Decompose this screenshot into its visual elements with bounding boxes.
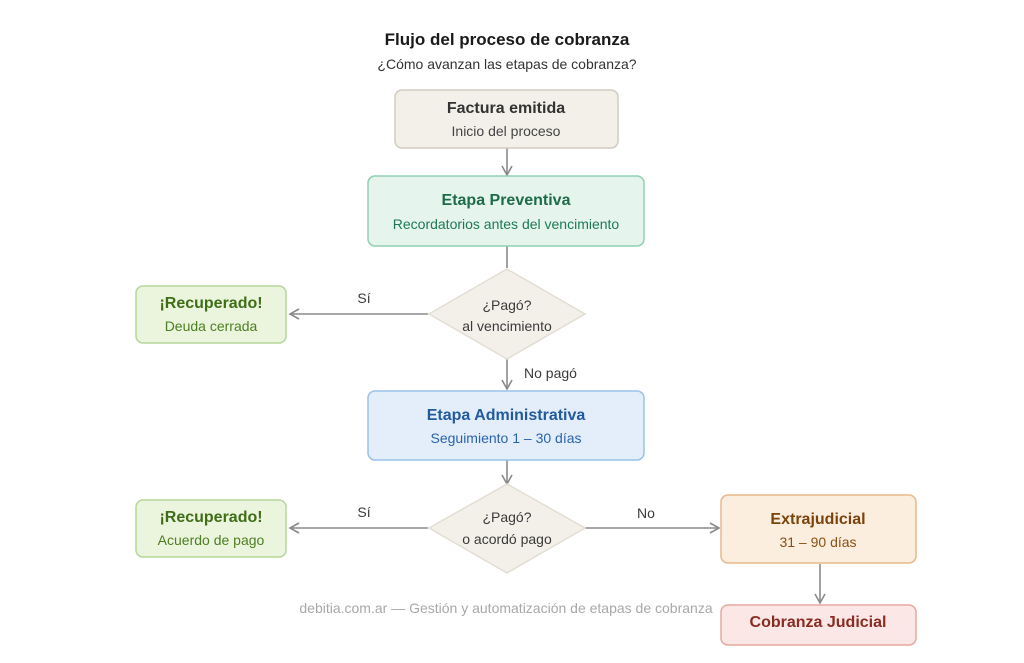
node-recuperado1-box	[135, 285, 287, 344]
diagram-subtitle: ¿Cómo avanzan las etapas de cobranza?	[377, 56, 636, 72]
decision-pago-acuerdo: ¿Pagó? o acordó pago	[427, 483, 587, 574]
edge-label-si-2: Sí	[357, 504, 370, 520]
decision1-diamond	[427, 268, 587, 360]
decision2-line1: ¿Pagó?	[482, 509, 531, 525]
node-factura-emitida: Factura emitida Inicio del proceso	[394, 89, 619, 149]
node-recuperado1-sub: Deuda cerrada	[165, 318, 258, 334]
decision-pago-vencimiento: ¿Pagó? al vencimiento	[427, 268, 587, 360]
footer-credit: debitia.com.ar — Gestión y automatizació…	[299, 600, 712, 616]
node-recuperado2-box	[135, 499, 287, 558]
edge-label-no-pago: No pagó	[524, 365, 577, 381]
node-administrativa-title: Etapa Administrativa	[427, 407, 586, 424]
node-etapa-preventiva: Etapa Preventiva Recordatorios antes del…	[367, 175, 645, 247]
edge-label-no: No	[637, 505, 655, 521]
node-recuperado-deuda-cerrada: ¡Recuperado! Deuda cerrada	[135, 285, 287, 344]
node-extrajudicial: Extrajudicial 31 – 90 días	[720, 494, 917, 564]
diagram-title: Flujo del proceso de cobranza	[385, 30, 630, 49]
node-factura-sub: Inicio del proceso	[452, 123, 561, 139]
node-extrajudicial-sub: 31 – 90 días	[779, 534, 856, 550]
node-recuperado1-title: ¡Recuperado!	[159, 295, 262, 312]
node-recuperado2-sub: Acuerdo de pago	[158, 532, 265, 548]
decision2-diamond	[427, 483, 587, 574]
node-extrajudicial-title: Extrajudicial	[770, 511, 865, 528]
node-extrajudicial-box	[720, 494, 917, 564]
node-factura-box	[394, 89, 619, 149]
node-preventiva-title: Etapa Preventiva	[442, 192, 571, 209]
node-judicial-title: Cobranza Judicial	[750, 614, 887, 631]
decision2-line2: o acordó pago	[462, 531, 552, 547]
node-etapa-administrativa: Etapa Administrativa Seguimiento 1 – 30 …	[367, 390, 645, 461]
node-preventiva-sub: Recordatorios antes del vencimiento	[393, 216, 620, 232]
node-recuperado2-title: ¡Recuperado!	[159, 509, 262, 526]
node-judicial-box	[720, 604, 917, 646]
node-cobranza-judicial: Cobranza Judicial	[720, 604, 917, 646]
decision1-line2: al vencimiento	[462, 318, 552, 334]
node-administrativa-box	[367, 390, 645, 461]
node-factura-title: Factura emitida	[447, 100, 565, 117]
node-recuperado-acuerdo-pago: ¡Recuperado! Acuerdo de pago	[135, 499, 287, 558]
node-administrativa-sub: Seguimiento 1 – 30 días	[431, 430, 582, 446]
node-preventiva-box	[367, 175, 645, 247]
decision1-line1: ¿Pagó?	[482, 297, 531, 313]
edge-label-si-1: Sí	[357, 290, 370, 306]
